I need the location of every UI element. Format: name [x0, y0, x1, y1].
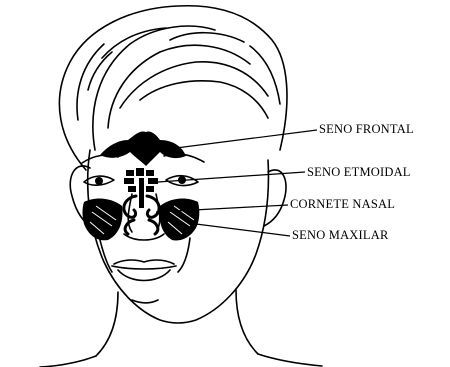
label-cornete-nasal: CORNETE NASAL	[290, 197, 395, 211]
lower-lip	[118, 270, 170, 281]
hair-strand	[140, 81, 268, 118]
leader-line-frontal	[176, 130, 317, 148]
hair-strand	[120, 62, 268, 108]
nose-tip	[124, 234, 164, 240]
neck-right	[236, 290, 258, 354]
shoulder-left	[40, 356, 96, 367]
label-seno-frontal: SENO FRONTAL	[319, 122, 414, 136]
chin-line	[132, 300, 158, 303]
hair-strand	[108, 45, 250, 128]
left-pupil	[95, 177, 103, 185]
cheek-line-right	[178, 238, 190, 272]
hair-strand	[170, 33, 244, 42]
lip-line	[112, 266, 176, 269]
ethmoidal-sinus	[124, 168, 158, 208]
shoulder-right	[258, 354, 322, 366]
frontal-sinus	[100, 131, 186, 166]
label-seno-maxilar: SENO MAXILAR	[292, 228, 389, 242]
leader-line-maxilar	[196, 224, 290, 236]
neck-left	[96, 292, 118, 356]
upper-lip	[114, 260, 174, 264]
label-seno-etmoidal: SENO ETMOIDAL	[307, 165, 411, 179]
hair-strand	[250, 46, 280, 104]
